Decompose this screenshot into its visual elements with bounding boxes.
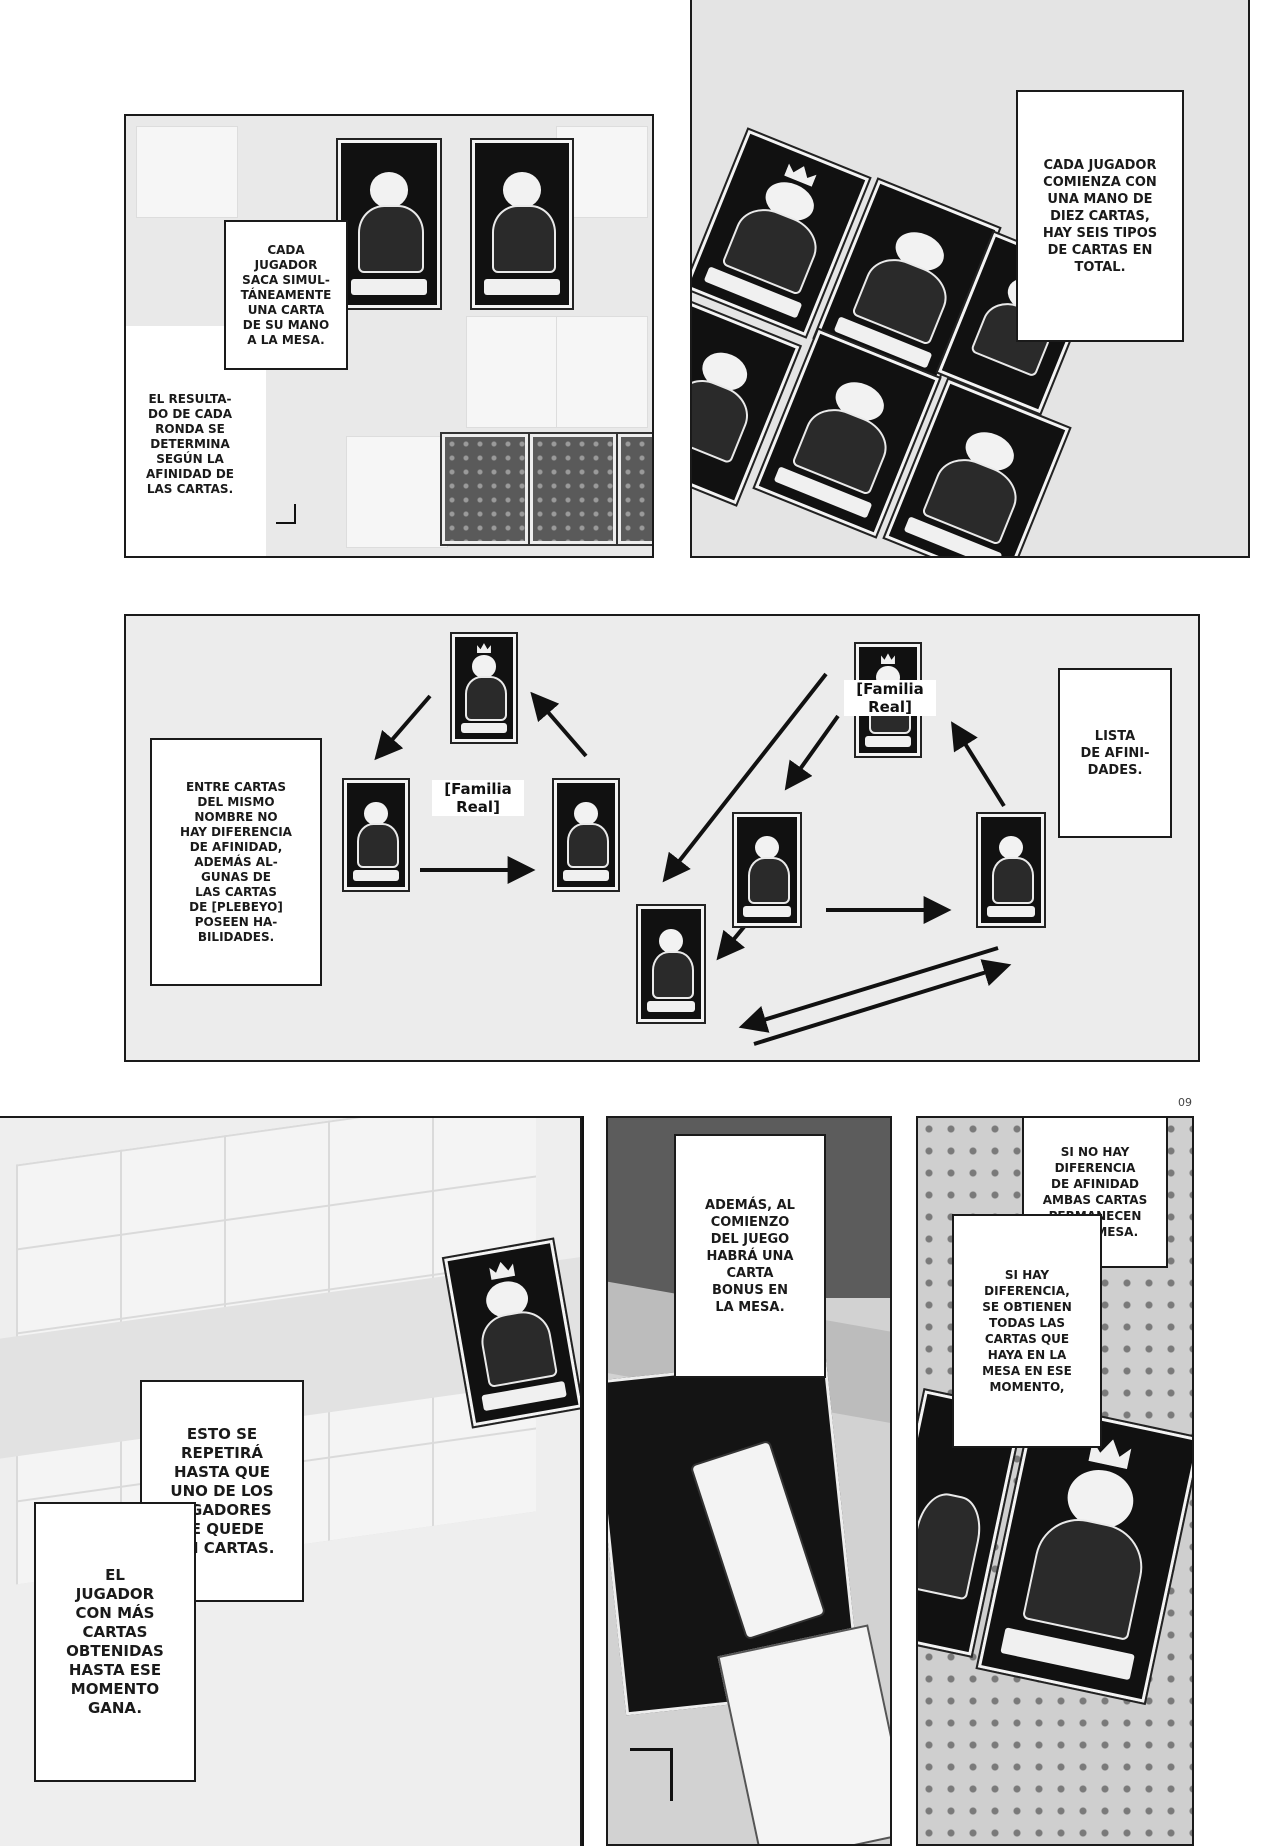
card-hooded: [976, 812, 1046, 928]
card-edge-light: [717, 1624, 890, 1844]
card-back: [528, 432, 618, 546]
card-figure-head: [755, 836, 779, 860]
arrow: [784, 714, 840, 791]
card-name-scroll: [647, 1001, 695, 1013]
card-figure-body: [1021, 1511, 1151, 1641]
table-tile: [346, 436, 448, 548]
speech-bubble-draw: CADA JUGADOR SACA SIMUL- TÁNEAMENTE UNA …: [224, 220, 348, 370]
speech-text: CADA JUGADOR SACA SIMUL- TÁNEAMENTE UNA …: [240, 242, 332, 347]
table-tile: [136, 126, 238, 218]
panel4-black-edge: [582, 1116, 584, 1846]
card-back: [440, 432, 530, 546]
card-figure-body: [491, 204, 557, 274]
crown-icon: [477, 643, 491, 654]
card-figure-head: [999, 836, 1023, 860]
label-royal-family-left: [Familia Real]: [432, 780, 524, 816]
speech-bubble-difference: SI HAY DIFERENCIA, SE OBTIENEN TODAS LAS…: [952, 1214, 1102, 1448]
crown-icon: [881, 653, 895, 664]
label-royal-family-right: [Familia Real]: [844, 680, 936, 716]
card-name-scroll: [743, 906, 791, 917]
corner-bracket: [630, 1748, 673, 1801]
card-figure-body: [918, 1488, 988, 1601]
card-name-scroll: [350, 279, 428, 296]
card-figure-body: [991, 857, 1035, 904]
arrow: [716, 920, 750, 961]
panel-table-draw: [124, 114, 654, 558]
speech-bubble-winner: EL JUGADOR CON MÁS CARTAS OBTENIDAS HAST…: [34, 1502, 196, 1782]
card-name-scroll: [864, 736, 912, 747]
card-figure-body: [357, 822, 399, 869]
card-back: [616, 432, 652, 546]
card-knight: [336, 138, 442, 310]
card-figure-body: [651, 950, 695, 999]
card-name-scroll: [460, 722, 508, 733]
speech-text: CADA JUGADOR COMIENZA CON UNA MANO DE DI…: [1042, 157, 1158, 275]
arrow: [530, 691, 588, 758]
arrow: [951, 721, 1006, 808]
card-name-scroll: [352, 870, 400, 881]
arrow: [753, 959, 1012, 1046]
table-tile: [556, 316, 648, 428]
card-figure-body: [747, 857, 791, 904]
card-figure-body: [476, 1307, 559, 1388]
card-figure-body: [465, 675, 507, 721]
arrow: [738, 946, 999, 1033]
card-figure-body: [358, 204, 424, 274]
speech-bubble-same-name: ENTRE CARTAS DEL MISMO NOMBRE NO HAY DIF…: [150, 738, 322, 986]
card-name-scroll: [987, 906, 1035, 917]
card-figure-head: [574, 801, 598, 825]
speech-text: SI HAY DIFERENCIA, SE OBTIENEN TODAS LAS…: [982, 1268, 1072, 1394]
card-figure-head: [472, 655, 496, 678]
card-figure-head: [369, 172, 409, 208]
speech-text: ADEMÁS, AL COMIENZO DEL JUEGO HABRÁ UNA …: [705, 1197, 795, 1315]
card-name-scroll: [562, 870, 610, 881]
speech-text: ENTRE CARTAS DEL MISMO NOMBRE NO HAY DIF…: [180, 779, 292, 944]
speech-text: LISTA DE AFINI- DADES.: [1080, 728, 1150, 778]
speech-bubble-affinity-list: LISTA DE AFINI- DADES.: [1058, 668, 1172, 838]
speech-text: EL JUGADOR CON MÁS CARTAS OBTENIDAS HAST…: [66, 1566, 164, 1717]
card-queen: [552, 778, 620, 892]
arrow: [374, 694, 432, 761]
card-figure-head: [659, 928, 683, 953]
card-hooded: [470, 138, 574, 310]
page-number: 09: [1178, 1096, 1192, 1109]
speech-bubble-bonus: ADEMÁS, AL COMIENZO DEL JUEGO HABRÁ UNA …: [674, 1134, 826, 1378]
card-figure-head: [503, 172, 541, 208]
card-guard: [732, 812, 802, 928]
card-knight: [342, 778, 410, 892]
crown-icon: [488, 1260, 515, 1280]
card-figure-body: [567, 822, 609, 869]
card-name-scroll: [484, 279, 560, 296]
corner-bracket: [276, 504, 296, 524]
card-king: [450, 632, 518, 744]
table-tile: [466, 316, 558, 428]
card-commoner: [636, 904, 706, 1024]
card-figure-head: [364, 801, 388, 825]
affinity-arrows: [374, 672, 1012, 1046]
caption-result: EL RESULTA- DO DE CADA RONDA SE DETERMIN…: [145, 392, 234, 496]
panel-affinity-chart: [124, 614, 1200, 1062]
arrow: [662, 672, 828, 883]
speech-bubble-hand: CADA JUGADOR COMIENZA CON UNA MANO DE DI…: [1016, 90, 1184, 342]
